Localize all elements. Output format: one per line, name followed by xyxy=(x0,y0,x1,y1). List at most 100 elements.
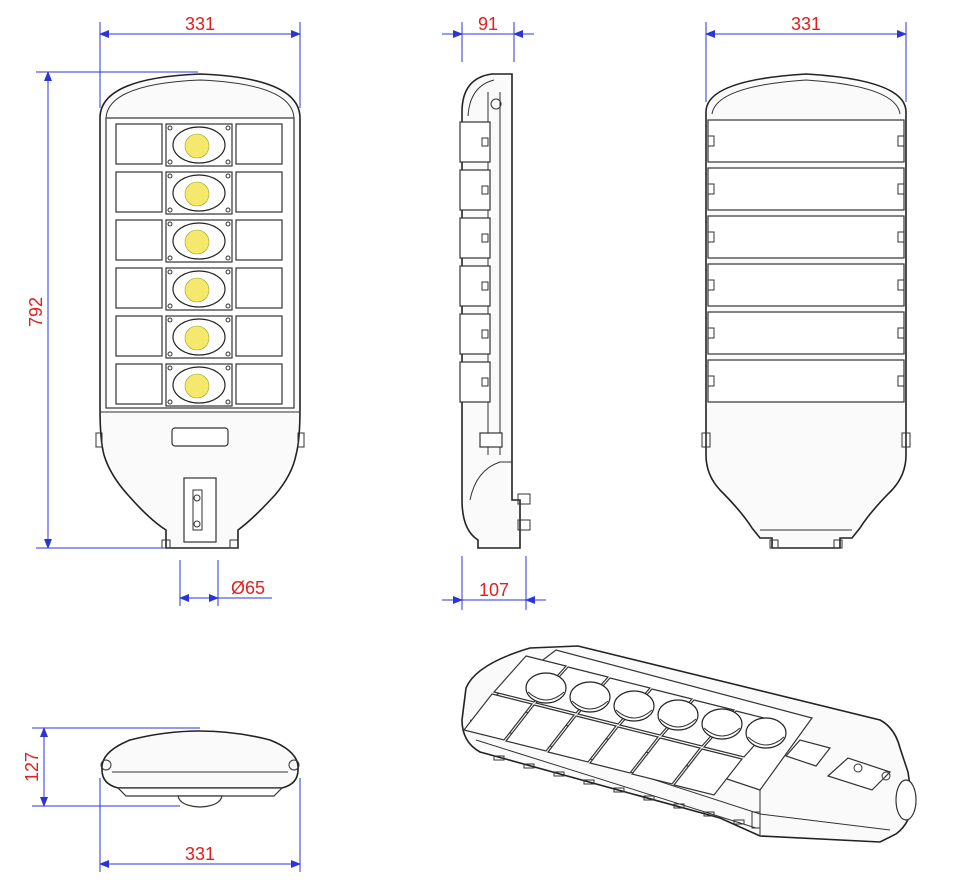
front-right-cell xyxy=(235,219,283,261)
iso-side-vent xyxy=(703,811,715,817)
iso-lens-rim xyxy=(615,709,653,719)
side-clip xyxy=(481,377,489,387)
end-width-label: 331 xyxy=(185,844,215,864)
screw xyxy=(225,159,231,165)
iso-side-vent xyxy=(583,779,595,785)
iso-lens-rim xyxy=(571,700,609,710)
screw xyxy=(167,125,173,131)
iso-lens-rim xyxy=(747,736,785,746)
screw xyxy=(167,207,173,213)
front-right-cell xyxy=(235,123,283,165)
screw xyxy=(225,365,231,371)
screw xyxy=(225,173,231,179)
side-view xyxy=(459,73,531,549)
side-width-label: 91 xyxy=(478,14,498,34)
back-slat-screw-right xyxy=(897,375,905,387)
front-left-cell xyxy=(115,315,163,357)
iso-lens xyxy=(745,717,787,749)
screw xyxy=(225,399,231,405)
dim-side-base: 107 xyxy=(442,556,546,610)
dim-back-width: 331 xyxy=(705,14,907,102)
front-right-cell xyxy=(235,363,283,405)
iso-lens-rim xyxy=(659,718,697,728)
dim-end-width: 331 xyxy=(99,778,301,872)
iso-lens xyxy=(569,681,611,713)
screw xyxy=(167,269,173,275)
side-bracket xyxy=(459,217,491,259)
screw xyxy=(167,399,173,405)
iso-side-vent xyxy=(493,755,505,761)
side-clip xyxy=(481,329,489,339)
back-slat xyxy=(707,215,905,259)
screw xyxy=(167,255,173,261)
front-right-cell xyxy=(235,315,283,357)
iso-lens-rim xyxy=(527,691,565,701)
back-slat xyxy=(707,359,905,403)
screw xyxy=(225,351,231,357)
back-slat-screw-left xyxy=(707,183,715,195)
iso-side-vent xyxy=(553,771,565,777)
back-slat-screw-right xyxy=(897,279,905,291)
led-chip xyxy=(184,229,210,255)
iso-bottom-cell xyxy=(462,693,534,741)
side-bracket xyxy=(459,361,491,403)
iso-side-vent xyxy=(613,787,625,793)
screw xyxy=(225,303,231,309)
front-left-cell xyxy=(115,123,163,165)
led-chip xyxy=(184,181,210,207)
dim-end-height: 127 xyxy=(22,727,200,807)
screw xyxy=(167,365,173,371)
led-chip xyxy=(184,325,210,351)
back-slat-screw-left xyxy=(707,375,715,387)
screw xyxy=(167,221,173,227)
back-width-label: 331 xyxy=(791,14,821,34)
screw xyxy=(225,269,231,275)
screw xyxy=(225,255,231,261)
led-chip xyxy=(184,277,210,303)
iso-lens xyxy=(701,708,743,740)
back-slat-screw-right xyxy=(897,231,905,243)
back-slat-screw-left xyxy=(707,135,715,147)
front-left-cell xyxy=(115,171,163,213)
iso-side-vent xyxy=(673,803,685,809)
iso-side-vent xyxy=(733,819,745,825)
back-view xyxy=(701,73,911,549)
dim-front-width: 331 xyxy=(99,14,301,108)
side-bracket xyxy=(459,121,491,163)
screw xyxy=(225,317,231,323)
dim-pipe-diameter: Ø65 xyxy=(179,560,272,606)
front-left-cell xyxy=(115,267,163,309)
back-slat xyxy=(707,311,905,355)
led-chip xyxy=(184,133,210,159)
screw xyxy=(167,317,173,323)
screw xyxy=(225,221,231,227)
iso-side-vent xyxy=(523,763,535,769)
iso-bottom-cell xyxy=(672,748,744,796)
screw xyxy=(167,351,173,357)
screw xyxy=(167,303,173,309)
back-slat xyxy=(707,119,905,163)
back-slat-screw-right xyxy=(897,183,905,195)
side-bracket xyxy=(459,313,491,355)
led-chip xyxy=(184,373,210,399)
end-view xyxy=(100,730,300,808)
side-bracket xyxy=(459,265,491,307)
iso-lens xyxy=(525,672,567,704)
iso-bottom-cell xyxy=(546,715,618,763)
front-right-cell xyxy=(235,171,283,213)
back-slat xyxy=(707,263,905,307)
end-height-label: 127 xyxy=(22,752,42,782)
side-clip xyxy=(481,233,489,243)
back-slat-screw-left xyxy=(707,327,715,339)
dim-front-height: 792 xyxy=(26,71,198,549)
iso-bottom-cell xyxy=(630,737,702,785)
side-clip xyxy=(481,137,489,147)
iso-lens-rim xyxy=(703,727,741,737)
side-clip xyxy=(481,185,489,195)
front-right-cell xyxy=(235,267,283,309)
screw xyxy=(225,207,231,213)
back-slat-screw-right xyxy=(897,327,905,339)
side-bracket xyxy=(459,169,491,211)
iso-lens xyxy=(613,690,655,722)
